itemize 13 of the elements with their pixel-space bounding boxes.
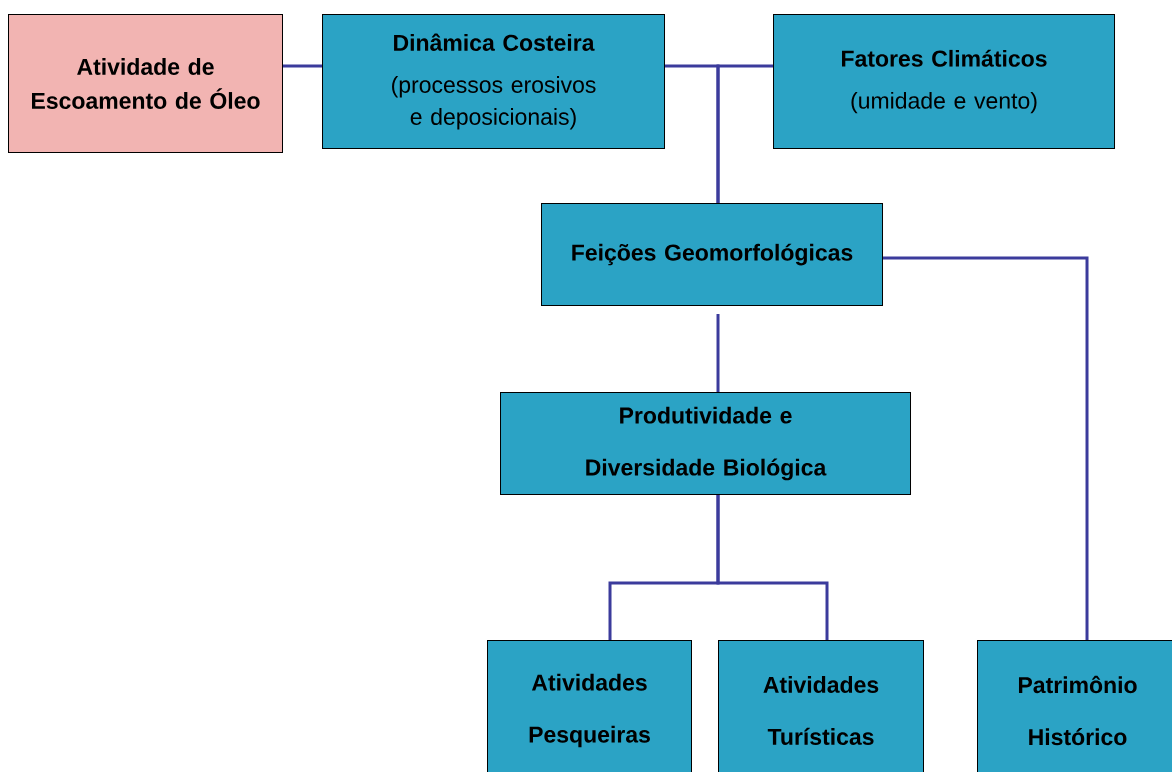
- connector-line: [716, 495, 829, 640]
- connector-line: [716, 64, 773, 203]
- process-box: Patrimônio Histórico: [977, 640, 1172, 772]
- process-box: Atividade de Escoamento de Óleo: [8, 14, 283, 153]
- process-box: Atividades Turísticas: [718, 640, 924, 772]
- process-box: Dinâmica Costeira (processos erosivos e deposicionais): [322, 14, 665, 149]
- process-box: Atividades Pesqueiras: [487, 640, 692, 772]
- process-box: Feições Geomorfológicas: [541, 203, 883, 306]
- connector-line: [883, 256, 1089, 640]
- connector-line: [716, 314, 720, 392]
- process-box: Produtividade e Diversidade Biológica: [500, 392, 911, 495]
- connector-line: [283, 64, 322, 68]
- process-box: Fatores Climáticos (umidade e vento): [773, 14, 1115, 149]
